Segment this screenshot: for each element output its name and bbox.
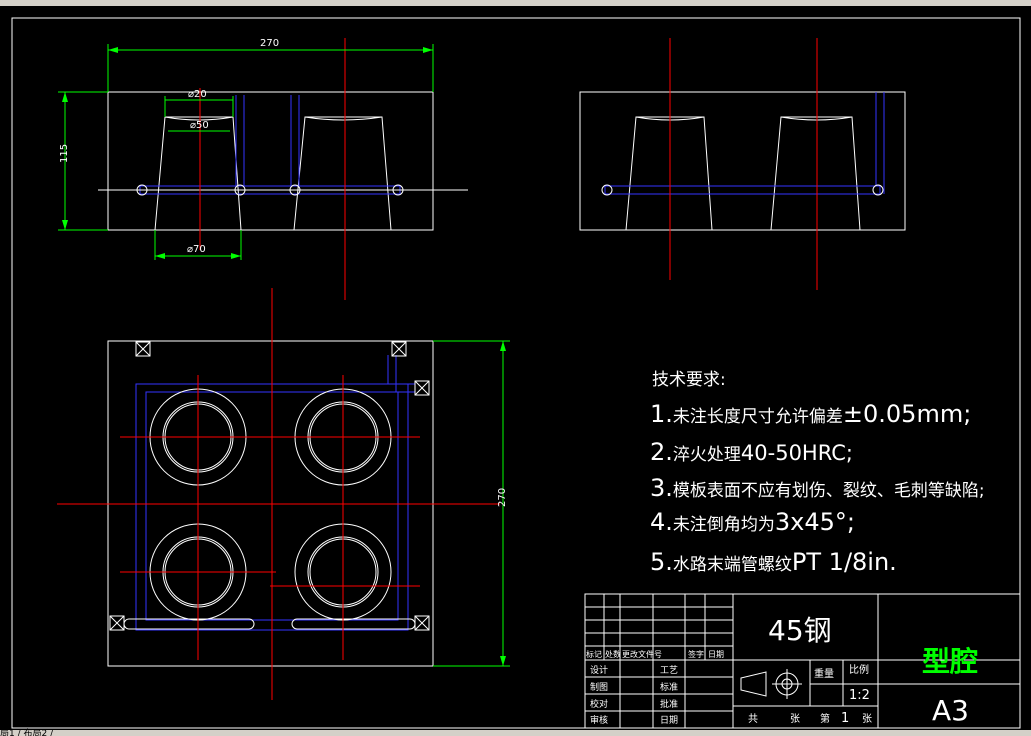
- dim-dia1-label: ⌀20: [188, 89, 207, 100]
- sheet-size: A3: [932, 694, 969, 727]
- role-approve: 批准: [660, 698, 678, 710]
- dim-width-label: 270: [260, 38, 279, 49]
- dim-arrow: [62, 92, 68, 102]
- role-date: 日期: [660, 715, 678, 726]
- plug-marker: [135, 341, 151, 357]
- sheet-total-unit: 张: [790, 713, 800, 725]
- plug-marker: [391, 341, 407, 357]
- dim-arrow: [62, 220, 68, 230]
- role-process: 工艺: [660, 665, 678, 676]
- scale-value: 1:2: [849, 688, 870, 703]
- water-plug: [872, 184, 884, 196]
- cavity-left: [154, 116, 242, 231]
- revision-col-count: 处数: [605, 649, 621, 659]
- sheet-no-unit: 张: [862, 713, 872, 725]
- revision-col-mark: 标记: [586, 649, 602, 659]
- front-view-outline: [107, 91, 434, 231]
- projection-cone-icon: [740, 671, 767, 697]
- dim-dia2-label: ⌀50: [190, 120, 209, 131]
- toolbar-strip: [0, 0, 1031, 6]
- dim-plan-height-label: 270: [497, 488, 508, 507]
- plug-marker: [109, 615, 125, 631]
- water-channel-horizontal: [604, 185, 881, 195]
- material-label: 45钢: [768, 614, 832, 647]
- side-view-outline: [579, 91, 906, 231]
- dim-arrow: [108, 47, 118, 53]
- tech-item-5: 5.水路末端管螺纹PT 1/8in.: [650, 548, 897, 576]
- role-check: 校对: [590, 698, 608, 710]
- sheet-no-value: 1: [841, 711, 849, 726]
- role-design: 设计: [590, 664, 608, 676]
- dim-dia3-label: ⌀70: [187, 244, 206, 255]
- drawing-frame: [11, 17, 1021, 729]
- plan-view: 270: [57, 288, 510, 700]
- dim-arrow: [500, 341, 506, 351]
- title-block-outline: [584, 593, 1021, 729]
- side-section-view: [579, 38, 906, 290]
- role-standard: 标准: [660, 681, 678, 693]
- layout-tabs-strip[interactable]: 局1 / 布局2 /: [0, 729, 1031, 736]
- dim-arrow: [500, 656, 506, 666]
- dim-arrow: [423, 47, 433, 53]
- plug-marker: [414, 380, 430, 396]
- tech-item-3: 3.模板表面不应有划伤、裂纹、毛刺等缺陷;: [650, 474, 985, 502]
- dim-arrow: [231, 253, 241, 259]
- technical-requirements: 技术要求: 1.未注长度尺寸允许偏差±0.05mm; 2.淬火处理40-50HR…: [650, 370, 985, 576]
- cavity-right: [770, 116, 861, 231]
- revision-col-date: 日期: [708, 650, 724, 659]
- layout-tabs-label[interactable]: 局1 / 布局2 /: [0, 729, 54, 736]
- title-block-text: 标记 处数 更改文件号 签字 日期 设计 制图 校对 审核 工艺 标准 批准 日…: [586, 614, 978, 727]
- plug-marker: [414, 615, 430, 631]
- part-name: 型腔: [922, 645, 978, 678]
- revision-col-sign: 签字: [688, 649, 704, 659]
- scale-label: 比例: [849, 663, 869, 676]
- tech-heading: 技术要求:: [652, 370, 726, 390]
- sheet-no-label: 第: [820, 712, 830, 725]
- weight-label: 重量: [814, 667, 834, 680]
- cavity-left-top: [164, 116, 234, 121]
- title-block: [584, 593, 1021, 729]
- cavity-right: [293, 116, 392, 231]
- role-draft: 制图: [590, 681, 608, 693]
- front-section-view: 270 115 ⌀20 ⌀50 ⌀70: [58, 38, 468, 300]
- dim-arrow: [155, 253, 165, 259]
- water-plug: [601, 184, 613, 196]
- role-review: 审核: [590, 714, 608, 726]
- cavity-left: [625, 116, 713, 231]
- sheet-total-label: 共: [748, 713, 758, 725]
- revision-col-doc: 更改文件号: [622, 649, 662, 659]
- cavity-right-top: [304, 116, 383, 121]
- tech-item-2: 2.淬火处理40-50HRC;: [650, 438, 853, 466]
- tech-item-1: 1.未注长度尺寸允许偏差±0.05mm;: [650, 400, 971, 428]
- tech-item-4: 4.未注倒角均为3x45°;: [650, 508, 855, 536]
- dim-height-label: 115: [59, 144, 70, 163]
